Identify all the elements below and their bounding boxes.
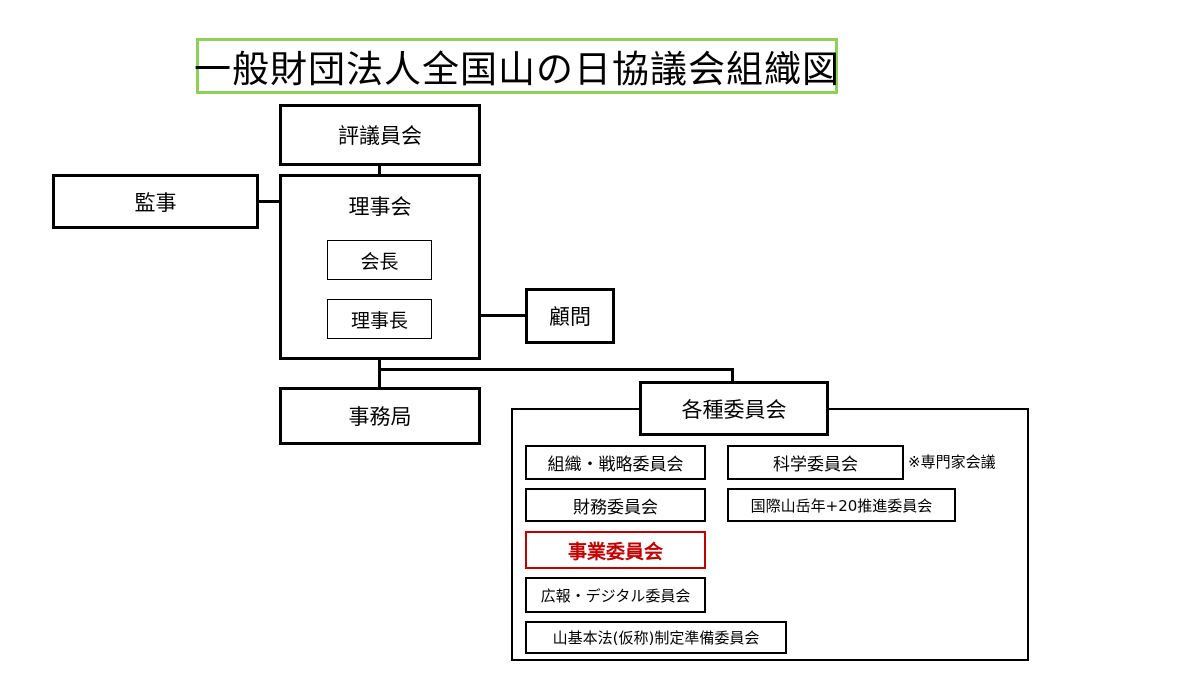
zaimu-committee: 財務委員会 [525,488,706,522]
connector-to-iinkai [731,368,734,382]
koho-digital-committee: 広報・デジタル委員会 [525,577,706,613]
kaicho-box: 会長 [327,240,432,280]
kanji-box: 監事 [52,174,259,229]
kagaku-committee: 科学委員会 [727,445,904,480]
soshiki-senryaku-committee: 組織・戦略委員会 [525,445,706,480]
senmonka-note: ※専門家会議 [908,453,996,471]
komon-box: 顧問 [525,288,615,344]
page-title: 一般財団法人全国山の日協議会組織図 [194,38,839,94]
jimukyoku-box: 事務局 [279,387,481,445]
committees-title-box: 各種委員会 [639,381,829,436]
jigyo-committee: 事業委員会 [525,531,706,569]
kokusai-committee: 国際山岳年+20推進委員会 [727,488,956,522]
rijikai-label: 理事会 [348,195,412,219]
connector-branch-horizontal [378,368,734,371]
rijicho-box: 理事長 [327,299,432,339]
connector-hyogi-riji [378,165,381,175]
hyogiinkai-box: 評議員会 [279,104,481,166]
connector-riji-down [378,359,381,388]
yamakihon-committee: 山基本法(仮称)制定準備委員会 [525,621,787,654]
connector-kanji-riji [258,200,280,203]
